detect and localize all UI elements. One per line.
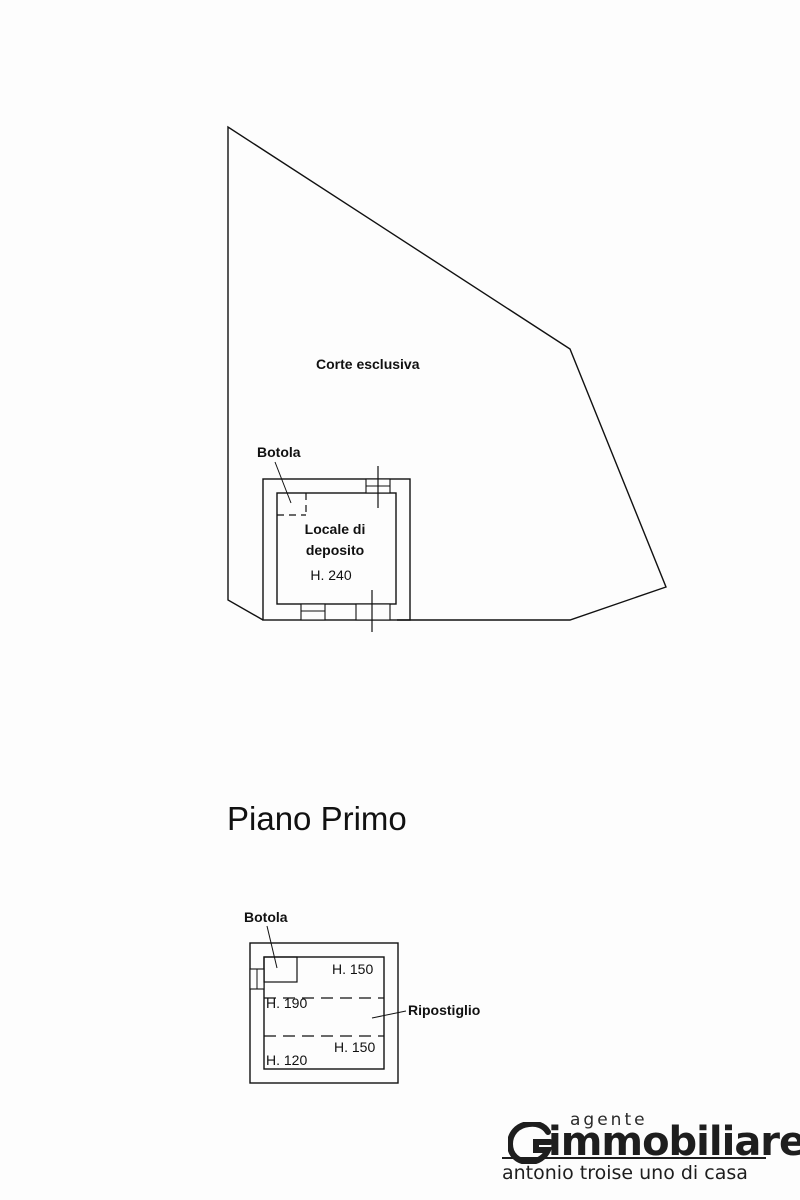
deposit-bottom-door [355,590,391,632]
watermark-agente-text: agente [570,1110,648,1130]
first-hatch-label: Botola [244,909,288,925]
deposit-room-inner-wall [276,492,397,605]
ground-floor-plan: Corte esclusiva Botola Locale di deposit… [227,125,667,632]
storage-inner-wall [263,956,385,1070]
ground-trapdoor-dashed [277,493,307,516]
deposit-room-name-line2: deposito [306,542,364,558]
deposit-room-name-line1: Locale di [305,521,366,537]
courtyard-label: Corte esclusiva [316,356,420,372]
first-trapdoor [263,956,298,983]
height-lower-right: H. 150 [334,1039,375,1055]
storage-label: Ripostiglio [408,1002,480,1018]
deposit-top-window [365,466,391,508]
deposit-bottom-window [300,603,326,621]
height-mid-left: H. 190 [266,995,307,1011]
first-hatch-leader [266,925,278,969]
height-top-right: H. 150 [332,961,373,977]
first-floor-heading: Piano Primo [227,800,407,837]
watermark-tagline: antonio troise uno di casa [502,1162,748,1184]
ground-hatch-label: Botola [257,444,301,460]
deposit-room-outer-wall [262,478,411,621]
courtyard-outline [227,125,667,621]
first-floor-plan: Piano Primo Botola Ripostiglio H. 150 H. [227,800,480,1084]
ground-hatch-leader [274,461,292,504]
deposit-room-height: H. 240 [310,567,351,583]
storage-left-window [249,968,265,990]
height-bottom-left: H. 120 [266,1052,307,1068]
agency-watermark: agente immobiliare antonio troise uno di… [502,1110,800,1184]
watermark-underline [502,1157,766,1159]
storage-leader [371,1010,407,1019]
